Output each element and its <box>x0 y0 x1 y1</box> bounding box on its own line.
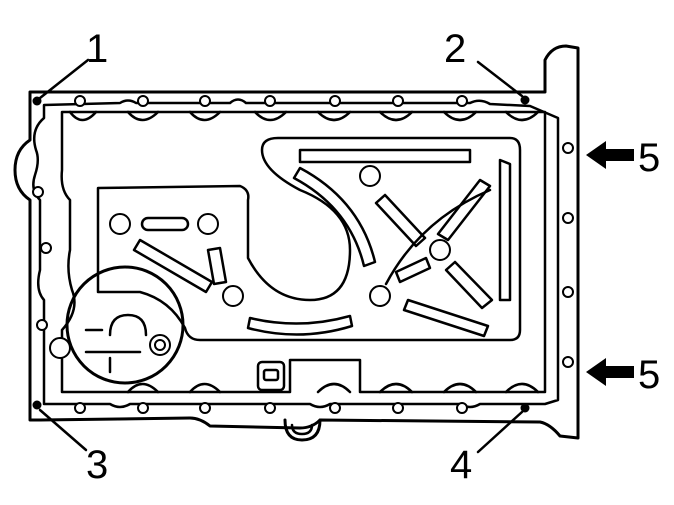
leader-lines <box>38 58 524 454</box>
baffle-plate <box>96 136 522 342</box>
pan-inner-flange <box>32 98 560 409</box>
callout-5-upper: 5 <box>638 136 660 180</box>
baffle-slots <box>132 148 512 338</box>
callout-3: 3 <box>86 443 108 487</box>
bottom-bolt-bosses <box>126 382 540 394</box>
sump-inner-wall <box>60 110 547 394</box>
callout-2: 2 <box>444 27 466 71</box>
callout-1: 1 <box>86 27 108 71</box>
oil-pickup <box>49 265 185 385</box>
callout-4: 4 <box>450 443 472 487</box>
pan-outer-outline <box>13 44 580 440</box>
level-sensor <box>256 360 286 392</box>
top-bolt-bosses <box>68 110 540 122</box>
arrow-upper <box>586 141 634 169</box>
callout-5-lower: 5 <box>638 353 660 397</box>
baffle-holes <box>109 165 451 307</box>
drain-plug <box>283 418 322 442</box>
arrow-lower <box>586 358 634 386</box>
flange-bolt-holes <box>32 95 574 414</box>
dowel-points <box>32 95 530 413</box>
